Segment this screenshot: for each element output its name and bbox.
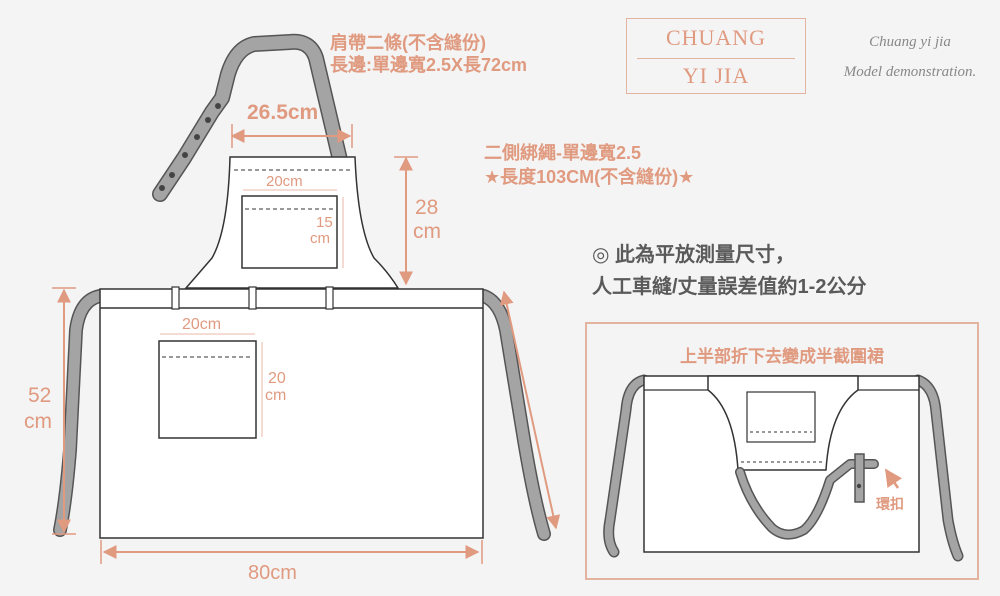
label-bib-height-unit: cm (413, 220, 441, 243)
buckle-loop (854, 453, 865, 503)
strap-spec-line2: 長邊:單邊寬2.5X長72cm (330, 55, 528, 75)
brand-divider (637, 58, 795, 59)
brand-script-line1: Chuang yi jia (869, 34, 951, 50)
brand-name-line1: CHUANG (665, 25, 767, 50)
belt-loop (171, 286, 180, 310)
neck-strap (152, 33, 348, 202)
strap-hole (215, 103, 221, 109)
label-bib-pocket-height-value: 15 (316, 214, 333, 231)
dimension-tie-length (499, 290, 561, 530)
brand-name-line2: YI JIA (682, 63, 750, 88)
dimension-top-width (230, 124, 353, 148)
inset-frame (585, 322, 979, 580)
brand-script-line2: Model demonstration. (843, 64, 977, 80)
dimension-skirt-width (100, 540, 483, 564)
strap-spec-line1: 肩帶二條(不含縫份) (330, 33, 486, 53)
measure-note-line2: 人工車縫/丈量誤差值約1-2公分 (592, 276, 867, 298)
label-skirt-height-unit: cm (24, 410, 52, 433)
label-bib-pocket-width: 20cm (266, 173, 303, 190)
loop-label: 環扣 (876, 496, 904, 512)
label-skirt-width: 80cm (248, 562, 297, 584)
label-skirt-pocket-height-unit: cm (265, 387, 287, 404)
right-tie (477, 289, 551, 541)
strap-hole (205, 117, 211, 123)
brand-logo-box: CHUANG YI JIA (626, 18, 806, 94)
belt-loop (248, 286, 257, 310)
loop-pointer-arrow (884, 468, 903, 489)
measure-note-line1: ◎ 此為平放測量尺寸， (592, 244, 796, 266)
ties-spec-line2: ★長度103CM(不含縫份)★ (484, 167, 695, 187)
strap-hole (169, 172, 175, 178)
bib-pocket (241, 195, 338, 269)
left-tie (53, 289, 107, 537)
dimension-bib-pocket (243, 189, 344, 268)
label-skirt-pocket-height-value: 20 (268, 370, 286, 387)
label-skirt-pocket-width: 20cm (182, 316, 222, 333)
skirt-pocket (158, 340, 257, 439)
dimension-skirt-height (52, 287, 76, 535)
belt-loop (325, 286, 334, 310)
label-bib-height-value: 28 (415, 196, 439, 219)
half-apron-illustration (603, 374, 964, 562)
dimension-skirt-pocket (160, 333, 263, 437)
strap-hole (194, 134, 200, 140)
ties-spec-line1: 二側綁繩-單邊寬2.5 (484, 143, 642, 163)
apron-skirt (99, 288, 484, 539)
strap-hole (159, 185, 165, 191)
label-bib-pocket-height-unit: cm (310, 230, 330, 247)
strap-hole (182, 152, 188, 158)
label-skirt-height-value: 52 (28, 384, 52, 407)
inset-title: 上半部折下去變成半截圍裙 (680, 347, 884, 366)
dimension-bib-height (394, 156, 418, 286)
label-top-width: 26.5cm (247, 101, 319, 124)
